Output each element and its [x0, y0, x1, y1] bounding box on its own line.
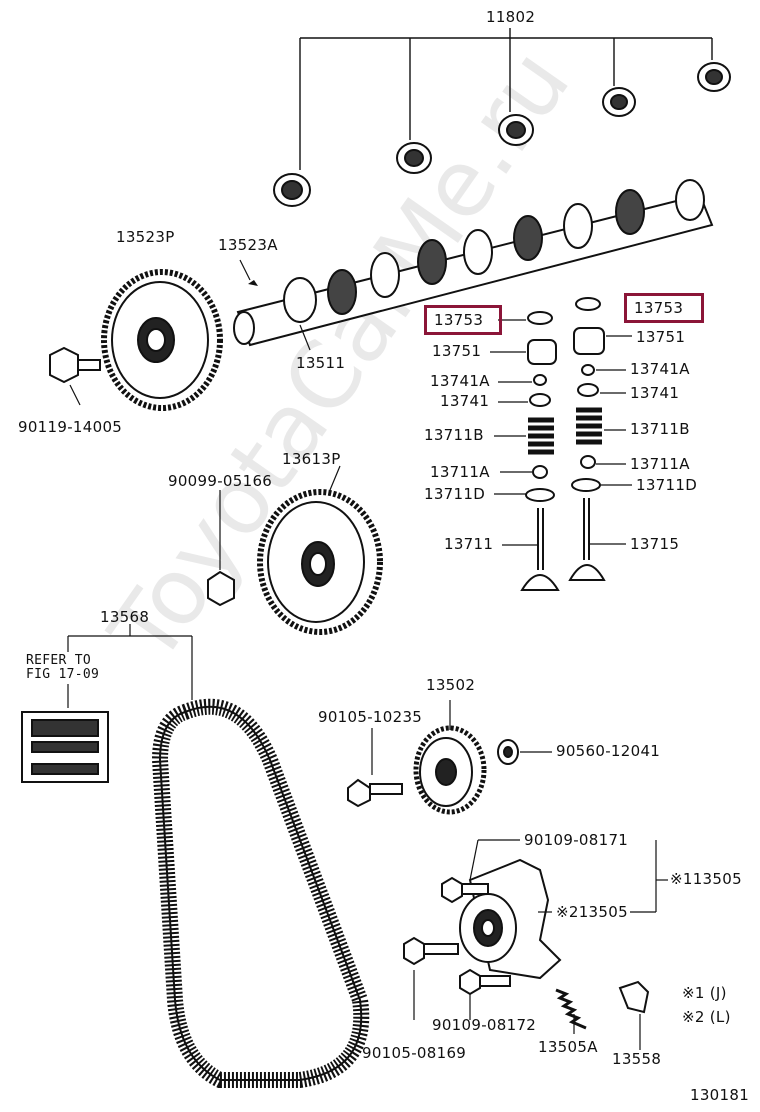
tensioner [459, 858, 562, 980]
label-13753-right: 13753 [634, 299, 684, 317]
label-13711D-right: 13711D [636, 476, 698, 494]
label-13711A-right: 13711A [630, 455, 690, 473]
valve-train-right [568, 297, 606, 581]
label-90119-14005: 90119-14005 [18, 418, 123, 436]
valve-train-left [520, 311, 560, 591]
label-13558: 13558 [612, 1050, 662, 1068]
label-13502: 13502 [426, 676, 476, 694]
pin-13523A [248, 280, 258, 286]
nut-90099 [207, 570, 235, 607]
label-13711D-left: 13711D [424, 485, 486, 503]
label-13523P: 13523P [116, 228, 175, 246]
label-90105-08169: 90105-08169 [362, 1044, 467, 1062]
label-13711B-left: 13711B [424, 426, 484, 444]
label-13505A: 13505A [538, 1038, 598, 1056]
label-11802: 11802 [486, 8, 536, 26]
label-13711A-left: 13711A [430, 463, 490, 481]
refer-line-2: FIG 17-09 [26, 667, 100, 682]
bracket-13558 [618, 980, 650, 1014]
highlight-13753-left [424, 305, 502, 335]
label-13753-left: 13753 [434, 311, 484, 329]
tensioner-bolts [403, 876, 511, 996]
label-13711B-right: 13711B [630, 420, 690, 438]
camshaft [233, 179, 714, 347]
label-13741A-left: 13741A [430, 372, 490, 390]
label-13505-1: ※113505 [670, 870, 742, 888]
label-90105-10235: 90105-10235 [318, 708, 423, 726]
label-13568: 13568 [100, 608, 150, 626]
label-13741-left: 13741 [440, 392, 490, 410]
label-13751-left: 13751 [432, 342, 482, 360]
timing-belt [151, 698, 370, 1088]
reference-book-icon [21, 711, 109, 783]
camshaft-pulley [101, 269, 223, 411]
pump-pulley [257, 489, 383, 635]
label-90099-05166: 90099-05166 [168, 472, 273, 490]
highlight-13753-right [624, 293, 704, 323]
label-13505-2: ※213505 [556, 903, 628, 921]
label-13741-right: 13741 [630, 384, 680, 402]
note-2: ※2 (L) [682, 1008, 731, 1026]
label-13711: 13711 [444, 535, 494, 553]
label-13613P: 13613P [282, 450, 341, 468]
bolt-90105-10235 [347, 778, 403, 808]
bearing-group [273, 62, 731, 207]
label-13741A-right: 13741A [630, 360, 690, 378]
label-13523A: 13523A [218, 236, 278, 254]
pulley-bolt [49, 346, 101, 384]
label-13751-right: 13751 [636, 328, 686, 346]
spring-13505A [555, 988, 587, 1030]
label-90109-08171: 90109-08171 [524, 831, 629, 849]
note-1: ※1 (J) [682, 984, 727, 1002]
label-90560-12041: 90560-12041 [556, 742, 661, 760]
label-90109-08172: 90109-08172 [432, 1016, 537, 1034]
diagram-id: 130181 [690, 1086, 750, 1104]
refer-line-1: REFER TO [26, 653, 92, 668]
label-13715: 13715 [630, 535, 680, 553]
idler-pulley [413, 725, 519, 815]
label-13511: 13511 [296, 354, 346, 372]
